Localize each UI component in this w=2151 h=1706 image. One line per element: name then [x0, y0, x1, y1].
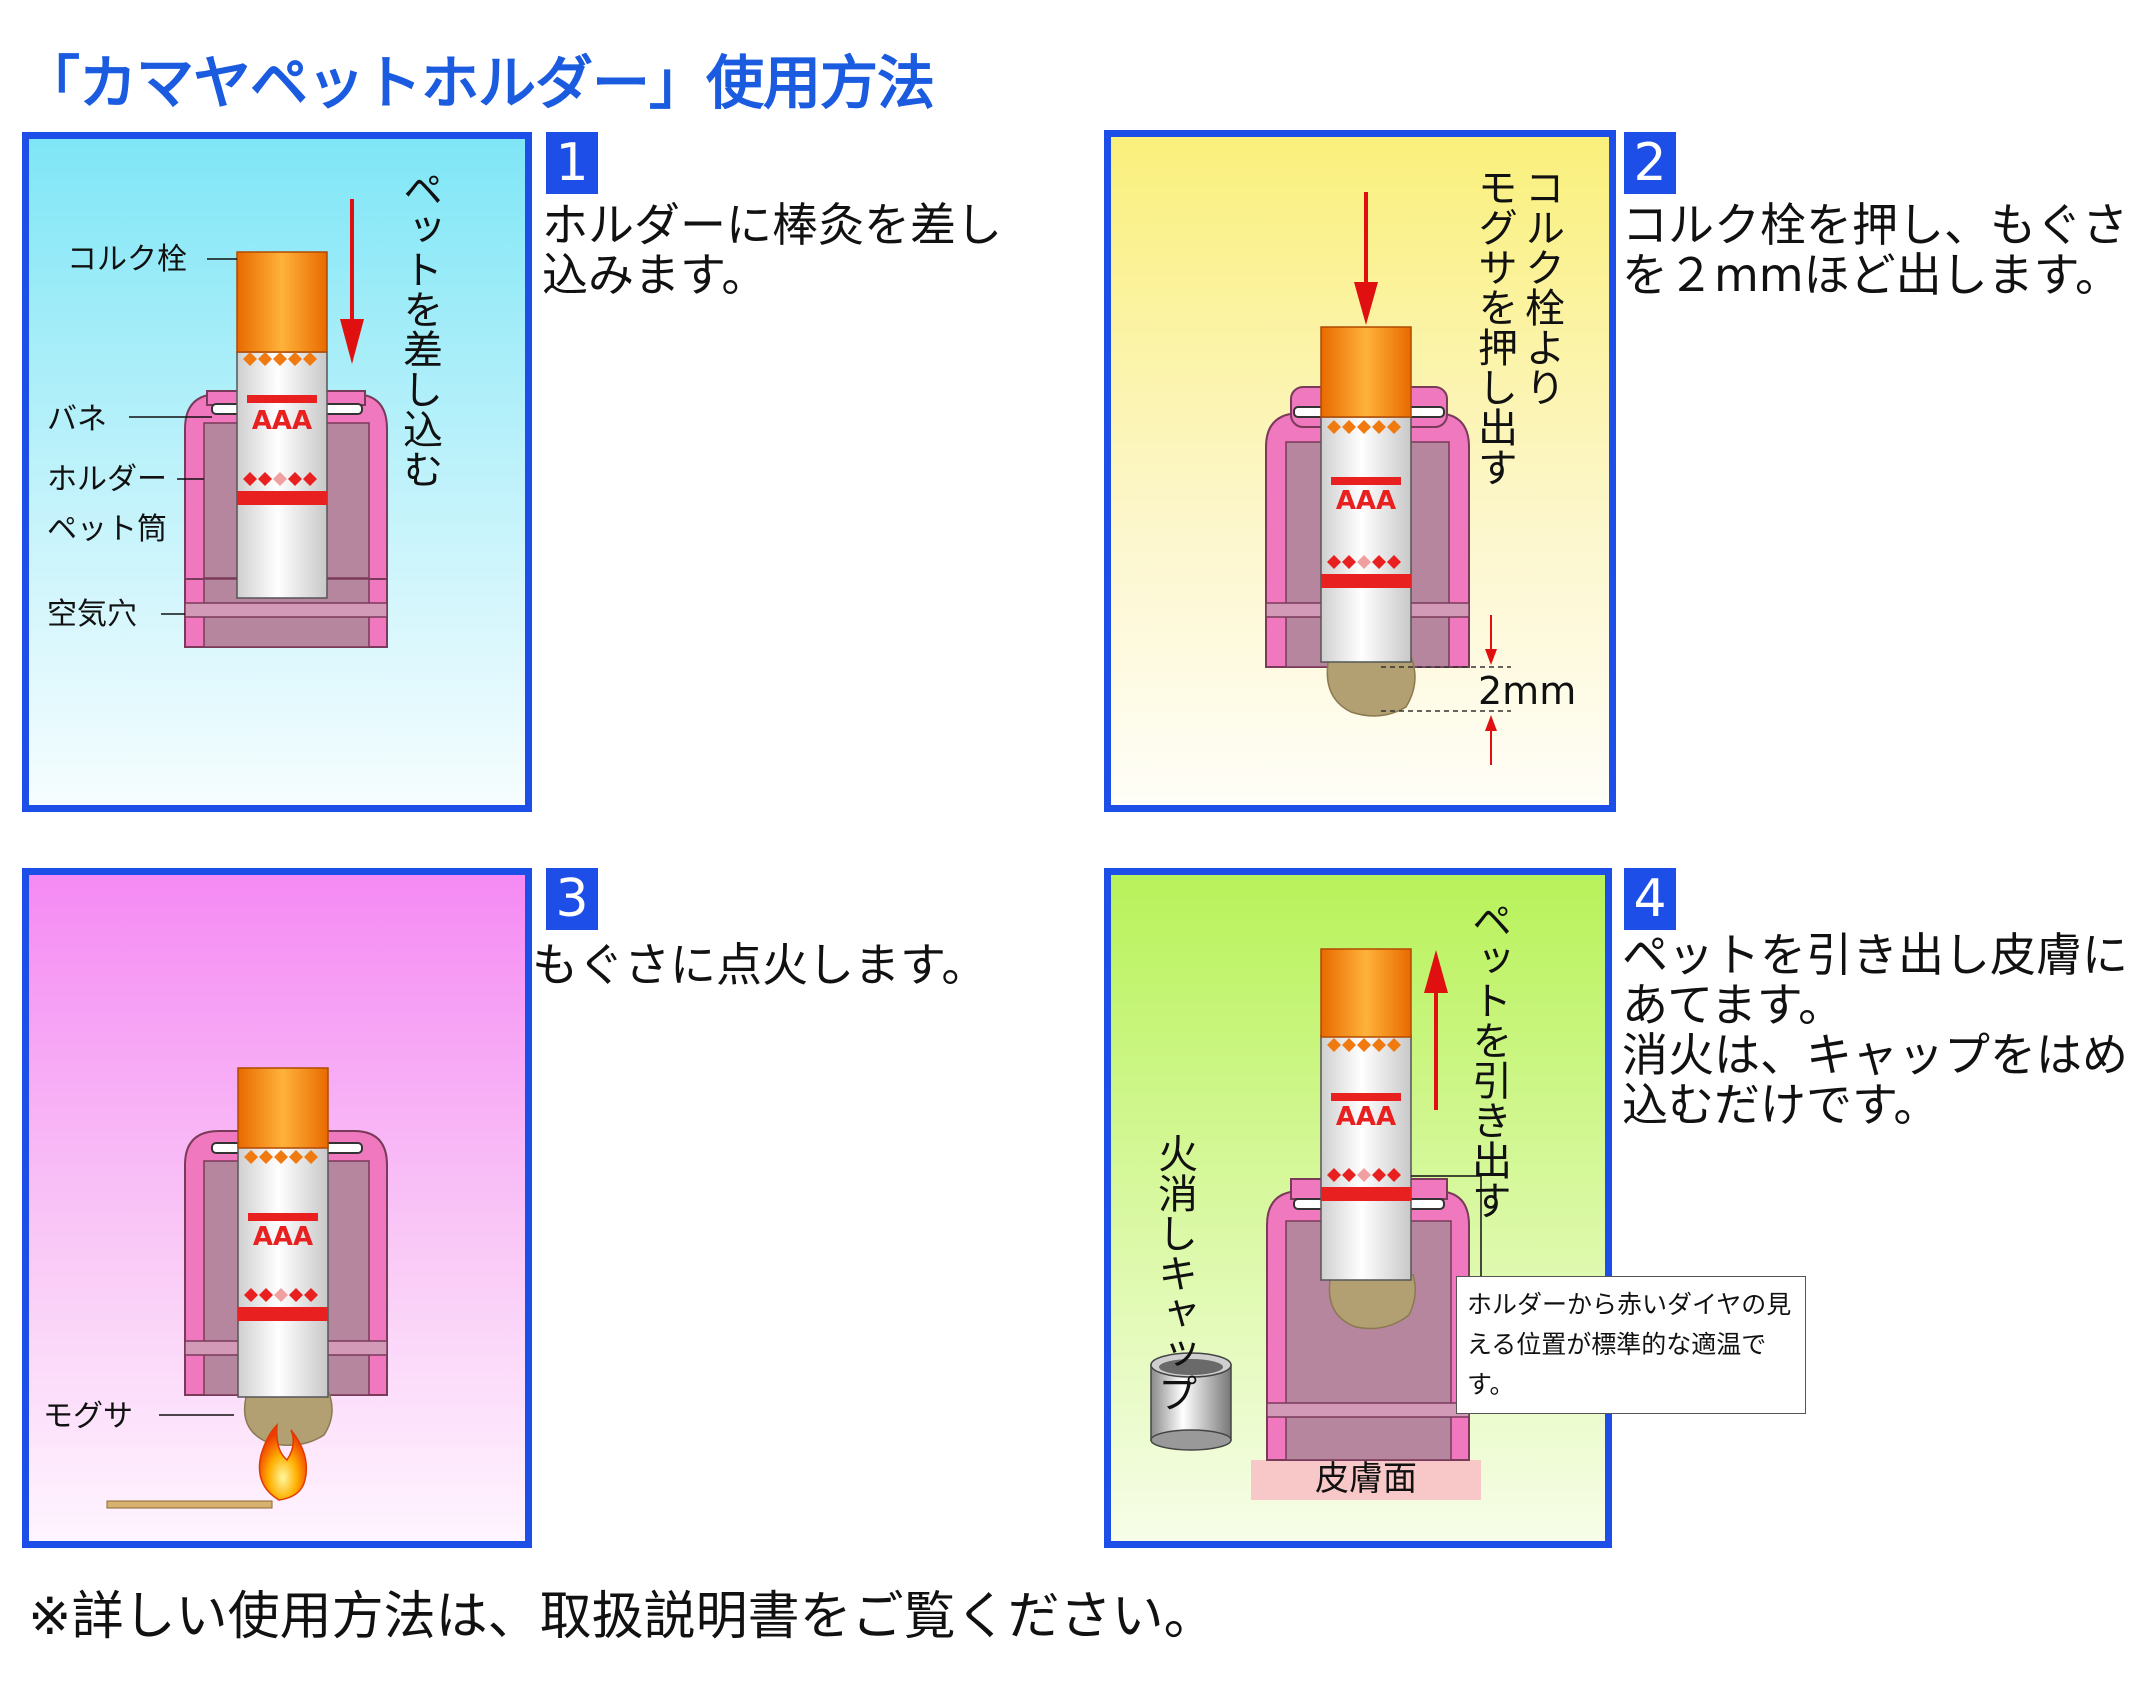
pet-tube: AAA: [1320, 326, 1416, 717]
measure-label: 2mm: [1478, 669, 1576, 713]
push-text-line-2: モグサを押し出す: [1471, 167, 1517, 487]
push-arrow: [1354, 192, 1378, 325]
insert-arrow-text: ペットを差し込む: [396, 169, 442, 489]
moxa: [243, 1392, 333, 1446]
holder-diagram-3: AAA モグサ: [43, 1067, 388, 1509]
step-number-3: 3: [546, 868, 598, 930]
brand-mark: AAA: [253, 1222, 313, 1252]
step-1-line-2: 込みます。: [542, 248, 768, 302]
step-number-4: 4: [1624, 868, 1676, 930]
panel-step-4: 皮膚面 AAA: [1104, 868, 1612, 1548]
pull-arrow: [1424, 950, 1448, 1110]
step-4-line-3: 消火は、キャップをはめ: [1622, 1028, 2128, 1082]
label-skin: 皮膚面: [1315, 1459, 1417, 1499]
label-tube: ペット筒: [47, 512, 167, 547]
holder-diagram-1: AAA コルク栓 バネ ホルダー ペット筒 空気穴 ペットを差し込む: [47, 169, 442, 648]
holder-diagram-2: AAA 2mm コルク栓より モグサを押し出す: [1265, 167, 1576, 765]
brand-mark: AAA: [252, 406, 312, 436]
measure-2mm: 2mm: [1381, 615, 1576, 765]
flame-icon: [258, 1423, 308, 1501]
temperature-note: ホルダーから赤いダイヤの見える位置が標準的な適温です。: [1456, 1276, 1806, 1414]
step-4-line-1: ペットを引き出し皮膚に: [1622, 928, 2128, 982]
extinguish-cap: [1150, 1352, 1232, 1451]
label-air-hole: 空気穴: [47, 597, 137, 632]
panel-step-1: AAA コルク栓 バネ ホルダー ペット筒 空気穴 ペットを差し込む: [22, 132, 532, 812]
step-4-line-4: 込むだけです。: [1622, 1078, 1940, 1132]
push-text-line-1: コルク栓より: [1518, 167, 1564, 407]
label-holder: ホルダー: [47, 462, 167, 497]
pet-tube: AAA: [1320, 948, 1416, 1330]
step-4-text: ペットを引き出し皮膚に あてます。 消火は、キャップをはめ 込むだけです。: [1622, 930, 2128, 1130]
cap-text: 火消しキャップ: [1151, 1133, 1197, 1413]
footer-note: ※詳しい使用方法は、取扱説明書をご覧ください。: [28, 1587, 1216, 1647]
label-cork: コルク栓: [67, 242, 187, 277]
step-3-text: もぐさに点火します。: [532, 940, 987, 990]
brand-mark: AAA: [1336, 486, 1396, 516]
step-number-2: 2: [1624, 132, 1676, 194]
moxa: [1326, 656, 1416, 717]
insert-arrow: [340, 199, 364, 364]
panel-step-2: AAA 2mm コルク栓より モグサを押し出す: [1104, 130, 1616, 812]
pull-text: ペットを引き出す: [1465, 900, 1511, 1220]
match: [106, 1423, 308, 1509]
step-number-1: 1: [546, 132, 598, 194]
step-2-line-2: を２mmほど出します。: [1622, 248, 2122, 302]
brand-mark: AAA: [1336, 1102, 1396, 1132]
step-2-line-1: コルク栓を押し、もぐさ: [1622, 198, 2128, 252]
skin-surface: [1251, 1460, 1481, 1500]
step-2-text: コルク栓を押し、もぐさ を２mmほど出します。: [1622, 200, 2128, 300]
page-title: 「カマヤペットホルダー」使用方法: [22, 49, 935, 117]
step-3-line-1: もぐさに点火します。: [532, 938, 988, 992]
label-spring: バネ: [47, 402, 107, 437]
step-1-line-1: ホルダーに棒灸を差し: [542, 198, 1002, 252]
holder-diagram-4: 皮膚面 AAA: [1150, 900, 1511, 1500]
moxa: [1328, 1274, 1416, 1330]
pet-tube: AAA: [236, 251, 328, 599]
panel-step-3: AAA モグサ: [22, 868, 532, 1548]
step-4-line-2: あてます。: [1622, 978, 1845, 1032]
label-moxa: モグサ: [43, 1399, 133, 1434]
step-1-text: ホルダーに棒灸を差し 込みます。: [542, 200, 1002, 300]
pet-tube: AAA: [237, 1067, 333, 1446]
